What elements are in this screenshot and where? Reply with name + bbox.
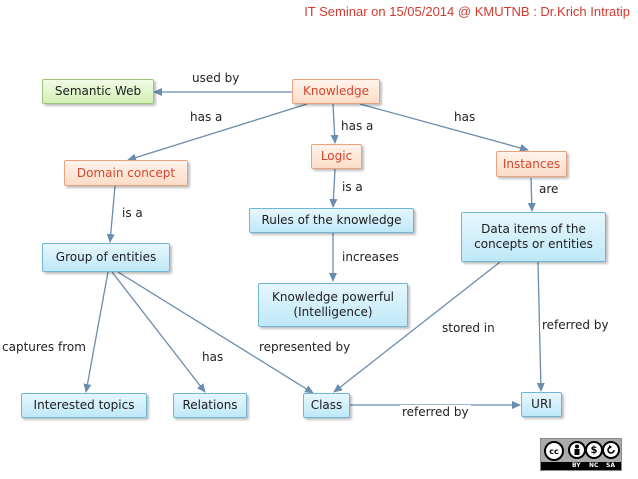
- slide-header: IT Seminar on 15/05/2014 @ KMUTNB : Dr.K…: [304, 4, 630, 19]
- node-group-of-entities[interactable]: Group of entities: [42, 243, 170, 272]
- edge-knowledge-domain-concept: [127, 103, 308, 162]
- node-rules-of-knowledge[interactable]: Rules of the knowledge: [249, 208, 414, 233]
- edge-data-uri: [536, 261, 545, 392]
- edge-label-is-a-left: is a: [120, 206, 145, 220]
- node-data-items[interactable]: Data items of the concepts or entities: [461, 212, 606, 262]
- edge-group-relations: [111, 271, 206, 393]
- share-alike-icon: [602, 441, 620, 459]
- cc-license-badge[interactable]: cc $ BY NC SA: [540, 438, 622, 471]
- edge-label-has-relations: has: [200, 350, 226, 364]
- cc-badge-bottom: [541, 462, 621, 470]
- edge-label-has-right: has: [452, 110, 478, 124]
- cc-icon: cc: [544, 441, 564, 461]
- person-icon: [568, 441, 586, 459]
- node-relations[interactable]: Relations: [173, 393, 247, 418]
- edge-label-has-a-center: has a: [339, 119, 376, 133]
- edge-label-are: are: [537, 182, 561, 196]
- node-uri[interactable]: URI: [521, 392, 562, 417]
- cc-nc-label: NC: [589, 462, 599, 469]
- node-semantic-web[interactable]: Semantic Web: [42, 79, 154, 104]
- edge-label-stored-in: stored in: [440, 321, 497, 335]
- edge-knowledge-logic: [330, 103, 339, 144]
- cc-sa-label: SA: [606, 462, 615, 469]
- edge-group-class: [117, 271, 314, 394]
- node-knowledge[interactable]: Knowledge: [292, 79, 380, 104]
- cc-by-label: BY: [572, 462, 581, 469]
- edge-label-has-a-left: has a: [188, 110, 225, 124]
- no-dollar-icon: $: [585, 441, 603, 459]
- edge-instances-data: [527, 177, 536, 212]
- edge-label-captures-from: captures from: [0, 340, 88, 354]
- edge-label-referred-by-bottom: referred by: [400, 405, 471, 419]
- node-class[interactable]: Class: [303, 393, 350, 418]
- edge-label-represented-by: represented by: [257, 340, 353, 354]
- edge-label-referred-by-right: referred by: [540, 318, 611, 332]
- edge-data-class: [333, 261, 501, 393]
- node-knowledge-powerful[interactable]: Knowledge powerful (Intelligence): [258, 283, 408, 327]
- node-interested-topics[interactable]: Interested topics: [21, 393, 147, 418]
- edge-label-increases: increases: [340, 250, 401, 264]
- node-instances[interactable]: Instances: [496, 151, 567, 177]
- edge-label-is-a-center: is a: [340, 180, 365, 194]
- edge-knowledge-instances: [359, 103, 529, 152]
- node-logic[interactable]: Logic: [311, 144, 362, 169]
- edge-label-used-by: used by: [190, 71, 242, 85]
- edge-logic-rules: [329, 168, 338, 208]
- node-domain-concept[interactable]: Domain concept: [64, 160, 188, 186]
- edge-group-interested: [83, 271, 109, 393]
- edge-domain-group: [106, 185, 116, 243]
